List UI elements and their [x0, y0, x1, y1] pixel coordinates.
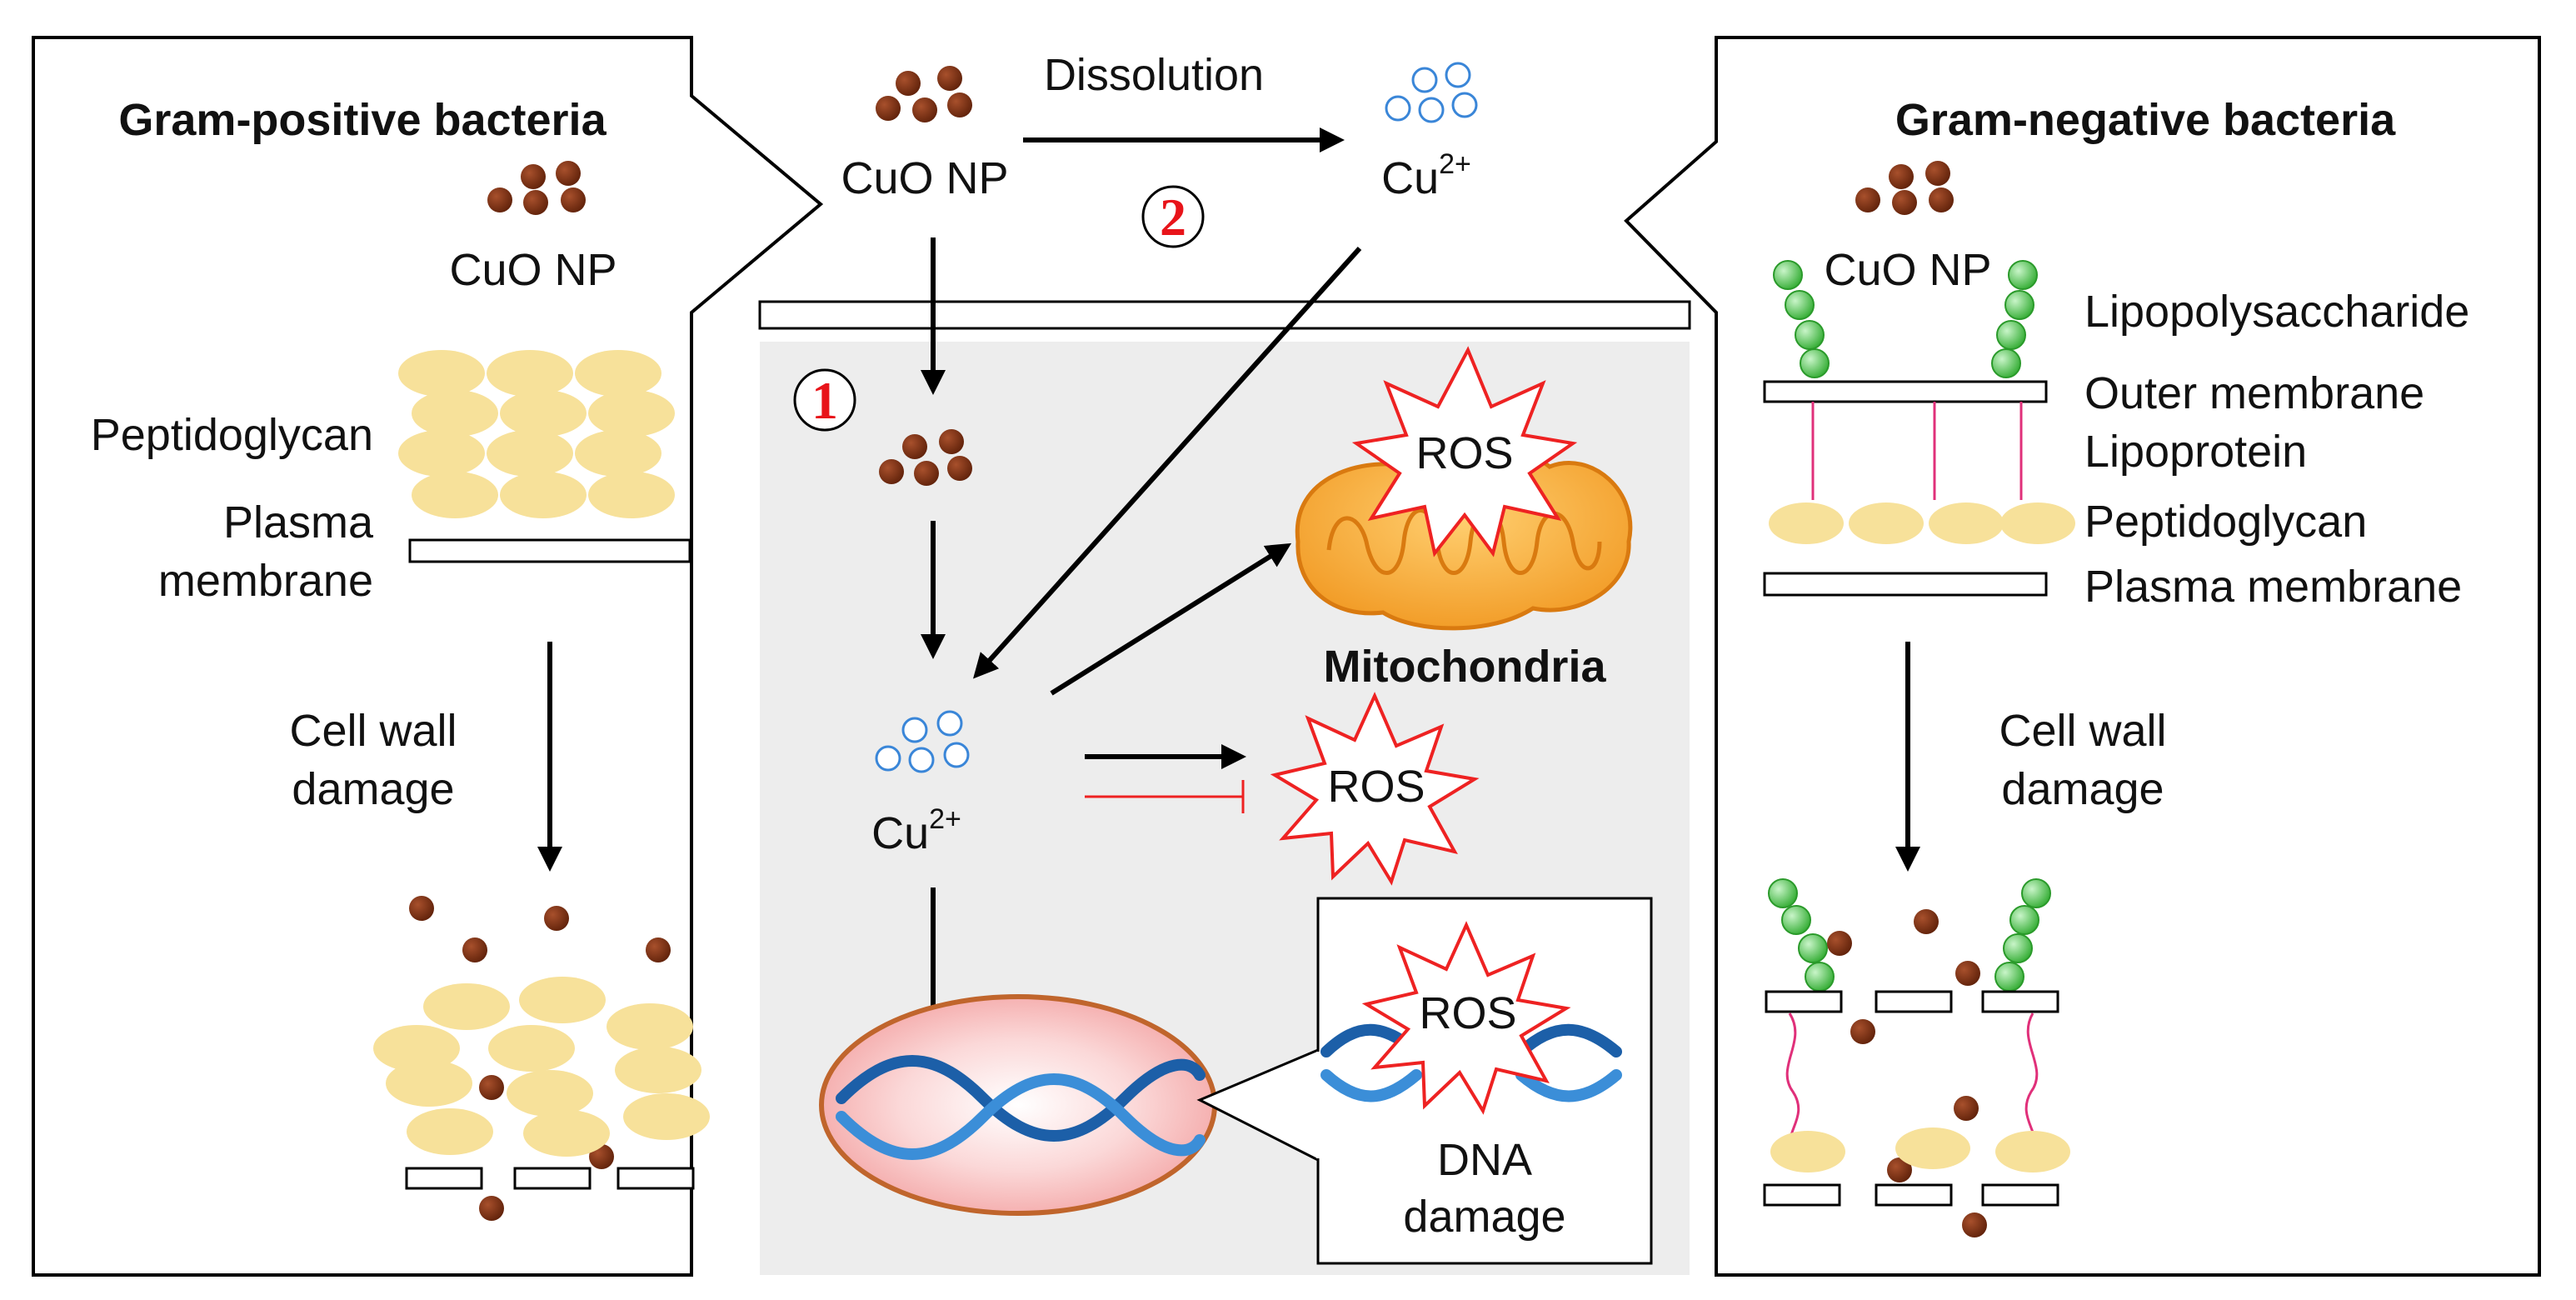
right-damaged-peptidoglycan [1770, 1128, 2070, 1172]
left-broken-membrane [405, 1167, 695, 1190]
left-panel-outline [32, 36, 824, 1277]
left-damage-label-2: damage [292, 764, 454, 814]
lipoprotein-label: Lipoprotein [2084, 427, 2307, 477]
left-peptidoglycan-layer [398, 350, 675, 518]
right-broken-plasma-membrane [1763, 1183, 2059, 1207]
dissolution-label: Dissolution [1044, 50, 1264, 100]
outside-cu-ions [1385, 62, 1478, 123]
right-plasma-membrane-label: Plasma membrane [2084, 562, 2462, 612]
mitochondria-ros-label: ROS [1415, 428, 1513, 478]
left-plasma-label-1: Plasma [223, 498, 374, 548]
cell-membrane [758, 300, 1691, 330]
right-cuo-np-cluster [1855, 161, 1954, 215]
dna-ros-label: ROS [1419, 988, 1516, 1038]
left-plasma-membrane [408, 538, 691, 563]
svg-text:1: 1 [811, 371, 838, 430]
outer-membrane [1763, 380, 2048, 403]
right-cuo-np-label: CuO NP [1824, 245, 1991, 295]
right-panel-outline [1624, 36, 2541, 1277]
right-broken-outer-membrane [1765, 990, 2059, 1013]
free-ros-label: ROS [1327, 762, 1425, 812]
left-plasma-label-2: membrane [158, 556, 373, 606]
pathway-1-marker: 1 [793, 368, 856, 432]
svg-text:2: 2 [1160, 188, 1186, 247]
right-damage-label-1: Cell wall [1999, 706, 2166, 756]
left-peptidoglycan-label: Peptidoglycan [91, 410, 373, 460]
left-cuo-np-cluster [487, 161, 586, 215]
pathway-2-marker: 2 [1141, 185, 1205, 248]
outer-membrane-label: Outer membrane [2084, 368, 2424, 418]
lps-right [1991, 260, 2038, 378]
dna-ros-burst [1361, 921, 1571, 1115]
left-damaged-peptidoglycan [373, 977, 710, 1157]
right-plasma-membrane [1763, 572, 2048, 597]
left-scattered-nanoparticles [409, 896, 671, 1221]
lps-label: Lipopolysaccharide [2084, 287, 2469, 337]
right-peptidoglycan-label: Peptidoglycan [2084, 497, 2367, 547]
right-peptidoglycan-layer [1769, 502, 2075, 544]
mitochondria-ros-burst [1351, 346, 1578, 558]
internal-cu-ions [875, 710, 970, 773]
right-scattered-nanoparticles [1827, 909, 1987, 1238]
left-cuo-np-label: CuO NP [449, 245, 617, 295]
outside-cu-label: Cu2+ [1381, 148, 1471, 203]
right-panel-title: Gram-negative bacteria [1895, 95, 2396, 145]
internal-cu-label: Cu2+ [871, 803, 961, 858]
left-damage-label-1: Cell wall [289, 706, 457, 756]
center-cuo-np-label: CuO NP [841, 153, 1008, 203]
internal-cuo-np-cluster [879, 429, 972, 486]
mitochondria-label: Mitochondria [1324, 642, 1607, 692]
center-cuo-np-cluster [876, 66, 972, 122]
free-ros-burst [1270, 692, 1480, 886]
ros-inhibition-line [1085, 780, 1245, 813]
dna-helix [836, 1055, 1206, 1160]
lps-left [1773, 260, 1830, 378]
dna-damage-label-2: damage [1403, 1192, 1565, 1242]
right-damage-label-2: damage [2001, 764, 2164, 814]
lipoprotein-strands [1811, 402, 2023, 500]
dna-damage-label-1: DNA [1437, 1135, 1532, 1185]
to-mitochondria-arrow [1050, 542, 1292, 696]
nucleus [819, 994, 1217, 1216]
left-panel-title: Gram-positive bacteria [118, 95, 607, 145]
ion-entry-arrow [972, 246, 1362, 679]
right-damaged-lps [1768, 878, 2051, 992]
